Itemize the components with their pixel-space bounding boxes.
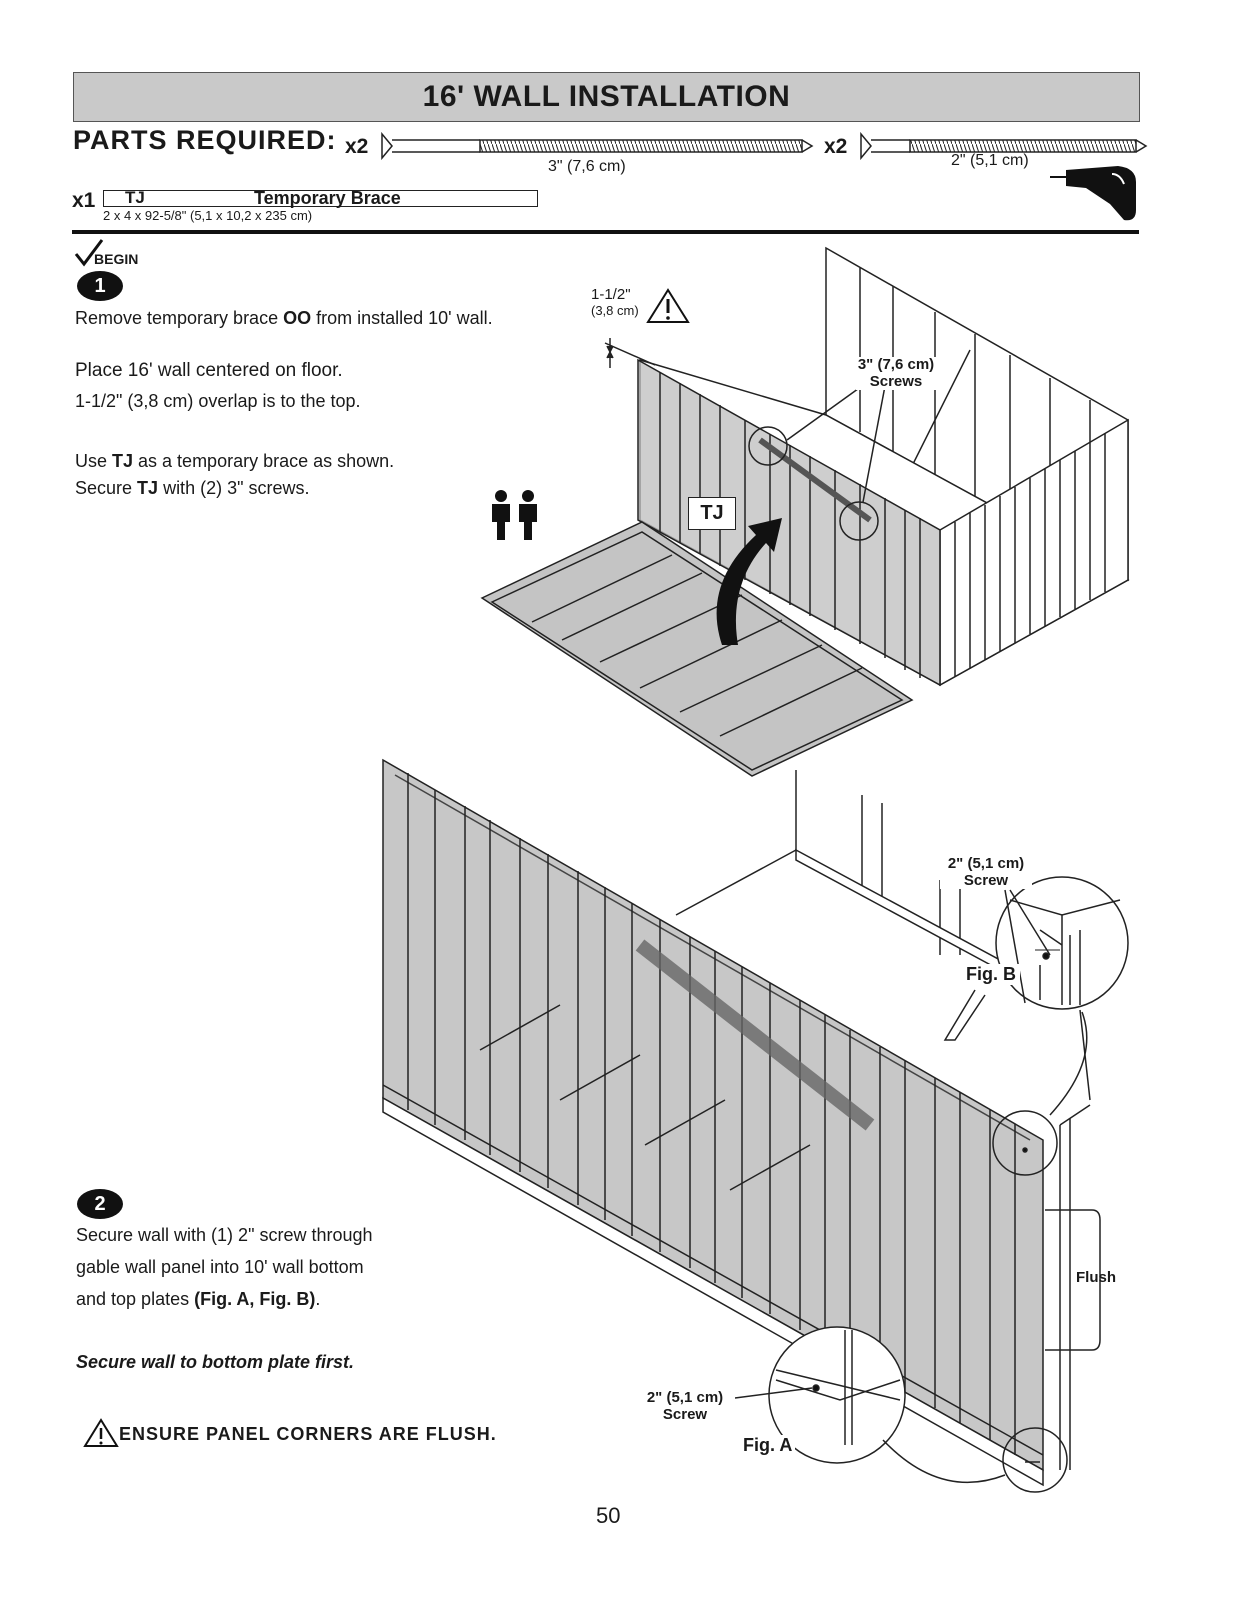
brace-name: Temporary Brace	[254, 188, 401, 208]
step-1-line-2: Place 16' wall centered on floor.	[75, 360, 343, 381]
fig-b-screw-word: Screw	[963, 871, 1009, 889]
step-1-part-oo: OO	[283, 308, 312, 328]
step-1-line-3: 1-1/2" (3,8 cm) overlap is to the top.	[75, 391, 361, 411]
step-1-screws-label: 3" (7,6 cm) Screws	[856, 356, 936, 390]
step-1-badge: 1	[77, 271, 123, 301]
step-2-badge: 2	[77, 1189, 123, 1219]
step-1-line-1a: Remove temporary brace	[75, 308, 284, 328]
step-1-line-5c: with (2) 3" screws.	[158, 478, 310, 498]
step-1-line-4c: as a temporary brace as shown.	[133, 451, 395, 471]
step-1-line-5a: Secure	[75, 478, 138, 498]
fig-a-screw-word: Screw	[662, 1405, 708, 1423]
short-screw-qty: x2	[824, 135, 848, 158]
brace-qty: x1	[72, 189, 96, 212]
overlap-label-imperial: 1-1/2"	[591, 286, 631, 303]
step-1-number: 1	[94, 274, 106, 297]
step-1-screws-size: 3" (7,6 cm)	[857, 356, 935, 373]
step-1-part-tj: TJ	[112, 451, 134, 471]
step-1-screws-word: Screws	[869, 372, 923, 390]
step-2-note: Secure wall to bottom plate first.	[76, 1352, 355, 1372]
begin-label: BEGIN	[94, 251, 139, 267]
step-2-line-2: gable wall panel into 10' wall bottom	[76, 1257, 364, 1277]
overlap-label: 1-1/2" (3,8 cm)	[591, 286, 639, 318]
step-1-line-4: Use TJ as a temporary brace as shown.	[75, 449, 394, 474]
step-1-line-1c: from installed 10' wall.	[311, 308, 493, 328]
begin-marker	[74, 238, 104, 273]
long-screw-size: 3" (7,6 cm)	[548, 158, 626, 175]
flush-warning: ENSURE PANEL CORNERS ARE FLUSH.	[119, 1424, 497, 1444]
drill-icon	[1050, 166, 1136, 221]
step-1-line-5: Secure TJ with (2) 3" screws.	[75, 476, 309, 501]
fig-a-label: Fig. A	[740, 1435, 796, 1456]
brace-code: TJ	[125, 188, 145, 207]
long-screw-qty: x2	[345, 135, 369, 158]
fig-a-screw-label: 2" (5,1 cm) Screw	[635, 1389, 735, 1423]
step-2-fig-refs: (Fig. A, Fig. B)	[194, 1289, 316, 1309]
tj-callout: TJ	[688, 497, 736, 530]
overlap-label-metric: (3,8 cm)	[591, 302, 639, 318]
fig-b-label: Fig. B	[962, 964, 1020, 985]
page-number: 50	[596, 1503, 621, 1528]
brace-dimensions: 2 x 4 x 92-5/8" (5,1 x 10,2 x 235 cm)	[103, 208, 313, 223]
fig-b-screw-size: 2" (5,1 cm)	[947, 855, 1025, 872]
step-1-line-4a: Use	[75, 451, 113, 471]
fig-a-screw-size: 2" (5,1 cm)	[646, 1389, 724, 1406]
step-2-number: 2	[94, 1192, 106, 1215]
step-1-part-tj-2: TJ	[137, 478, 159, 498]
parts-required-heading: PARTS REQUIRED:	[73, 125, 337, 155]
page-title: 16' WALL INSTALLATION	[73, 72, 1140, 122]
step-2-line-1: Secure wall with (1) 2" screw through	[76, 1225, 373, 1245]
step-2-line-3c: .	[315, 1289, 321, 1309]
fig-b-screw-label: 2" (5,1 cm) Screw	[940, 855, 1032, 889]
checkmark-icon	[74, 239, 104, 267]
flush-label: Flush	[1076, 1269, 1116, 1286]
step-1-line-1: Remove temporary brace OO from installed…	[75, 306, 493, 331]
step-2-line-3: and top plates (Fig. A, Fig. B).	[76, 1287, 320, 1312]
warning-icon	[646, 288, 690, 323]
long-screw-icon	[381, 131, 814, 161]
tj-callout-text: TJ	[700, 502, 724, 524]
page-title-text: 16' WALL INSTALLATION	[422, 80, 791, 113]
header-divider	[72, 230, 1139, 234]
brace-part-box	[103, 190, 538, 207]
short-screw-size: 2" (5,1 cm)	[951, 152, 1029, 169]
step-2-line-3a: and top plates	[76, 1289, 195, 1309]
